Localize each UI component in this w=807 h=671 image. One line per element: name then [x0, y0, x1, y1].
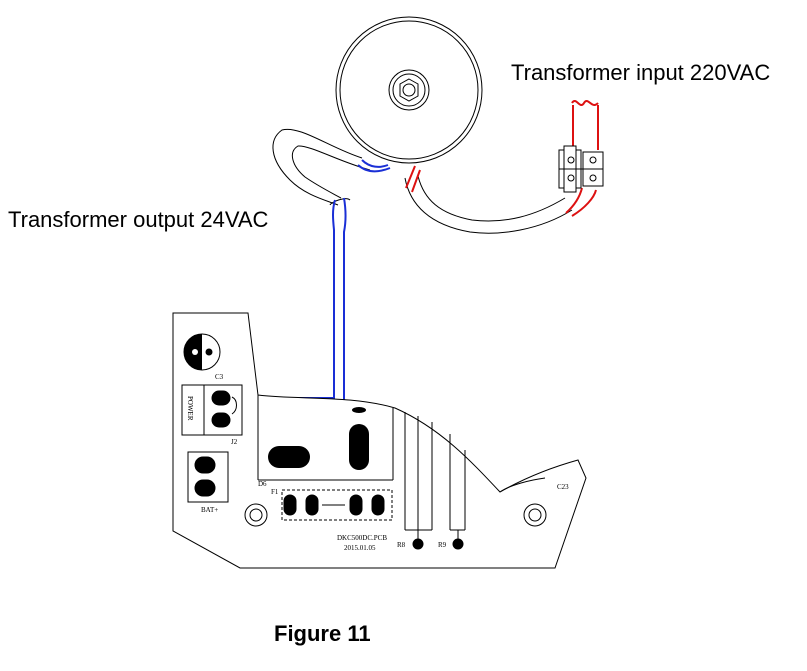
label-board-date: 2015.01.05	[344, 544, 376, 552]
label-j2: J2	[231, 438, 238, 446]
capacitor-c3	[183, 333, 221, 371]
label-r9: R9	[438, 541, 447, 549]
large-pads	[268, 407, 369, 470]
label-f1: F1	[271, 488, 279, 496]
power-terminal-j2	[181, 384, 243, 436]
fuse-f1	[281, 489, 393, 521]
label-c23: C23	[557, 483, 569, 491]
output-wires	[212, 159, 391, 423]
figure-caption: Figure 11	[274, 621, 371, 646]
pcb-board	[172, 312, 587, 569]
battery-terminal	[187, 451, 229, 503]
transformer-output-label: Transformer output 24VAC	[8, 207, 269, 232]
label-power: POWER	[186, 396, 194, 421]
output-cable	[272, 128, 371, 206]
input-cable	[404, 175, 573, 234]
resistors-r8-r9	[405, 529, 465, 550]
input-terminal-block	[558, 145, 604, 193]
mounting-holes	[244, 503, 547, 527]
label-c3: C3	[215, 373, 224, 381]
label-r8: R8	[397, 541, 406, 549]
label-bat: BAT+	[201, 506, 218, 514]
label-d6: D6	[258, 480, 267, 488]
label-board-name: DKC500DC.PCB	[337, 534, 387, 542]
transformer	[335, 16, 483, 164]
input-wires	[405, 100, 599, 217]
transformer-input-label: Transformer input 220VAC	[511, 60, 771, 85]
